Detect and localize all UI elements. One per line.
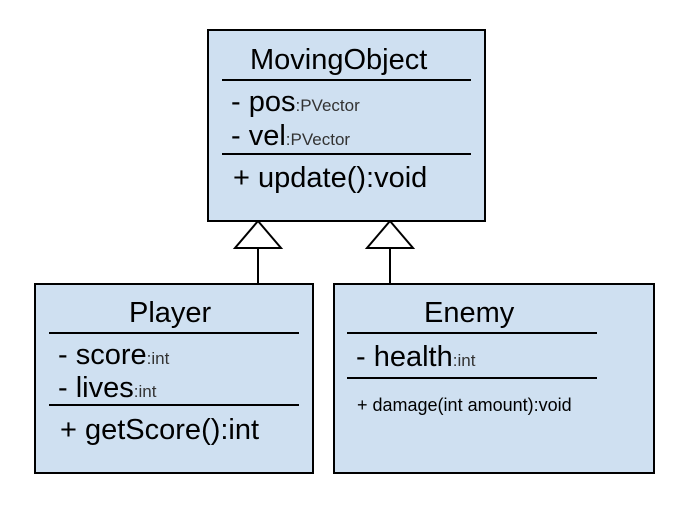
class-name-moving-object: MovingObject xyxy=(250,44,428,76)
player-generalization-arrow xyxy=(232,219,284,283)
enemy-generalization-arrow xyxy=(364,219,416,283)
attribute-lives: - lives:int xyxy=(58,374,156,403)
attribute-vel: - vel:PVector xyxy=(231,122,350,151)
class-moving-object[interactable] xyxy=(207,29,486,222)
attribute-type: :int xyxy=(146,349,170,368)
class-name-player: Player xyxy=(129,297,212,329)
method-update: + update():void xyxy=(233,162,428,194)
divider xyxy=(347,332,597,334)
divider xyxy=(222,153,471,155)
attribute-pos: - pos:PVector xyxy=(231,88,360,117)
attribute-name: - pos xyxy=(231,86,296,118)
divider xyxy=(222,79,471,81)
attribute-health: - health:int xyxy=(356,343,475,372)
attribute-type: :int xyxy=(133,382,157,401)
attribute-name: - vel xyxy=(231,120,286,152)
hollow-triangle-icon xyxy=(232,219,284,249)
attribute-name: - lives xyxy=(58,372,134,404)
attribute-score: - score:int xyxy=(58,341,169,370)
divider xyxy=(49,404,299,406)
attribute-type: :PVector xyxy=(285,130,351,149)
attribute-type: :int xyxy=(452,351,476,370)
method-get-score: + getScore():int xyxy=(60,414,260,446)
attribute-name: - health xyxy=(356,341,453,373)
class-player[interactable] xyxy=(34,283,314,474)
divider xyxy=(347,377,597,379)
attribute-type: :PVector xyxy=(295,96,360,115)
divider xyxy=(49,332,299,334)
class-name-enemy: Enemy xyxy=(424,297,515,329)
attribute-name: - score xyxy=(58,339,147,371)
method-damage: + damage(int amount):void xyxy=(357,395,572,415)
hollow-triangle-icon xyxy=(364,219,416,249)
